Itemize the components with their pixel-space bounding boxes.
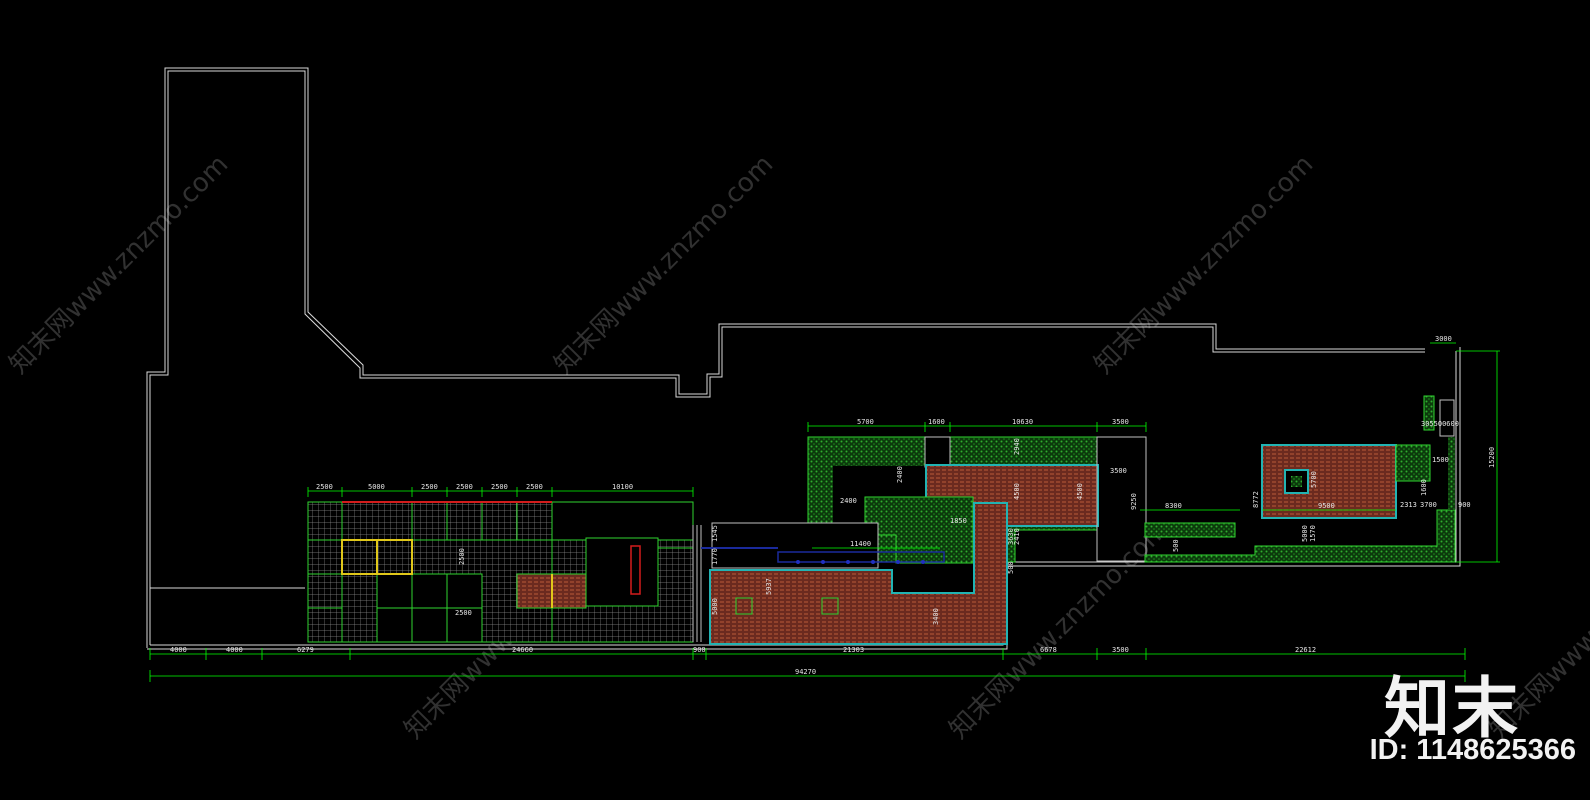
dim-label: 2500: [491, 483, 508, 491]
dim-label: 2410: [1013, 528, 1021, 545]
dim-label: 8772: [1252, 491, 1260, 508]
dim-label: 2500: [316, 483, 333, 491]
dim-label-total: 94270: [795, 668, 816, 676]
dim-label: 900: [693, 646, 706, 654]
dim-label: 6678: [1040, 646, 1057, 654]
dim-label: 2500: [458, 548, 466, 565]
dim-label: 2400: [840, 497, 857, 505]
dim-label: 6279: [297, 646, 314, 654]
dim-label: 5000: [711, 598, 719, 615]
dim-label: 9250: [1130, 493, 1138, 510]
dim-label: 5000: [368, 483, 385, 491]
dim-label: 22612: [1295, 646, 1316, 654]
dim-label: 2500: [421, 483, 438, 491]
dim-label: 1545: [711, 525, 719, 542]
dim-label: 900: [1458, 501, 1471, 509]
left-plaza: [307, 501, 702, 643]
dim-label: 4500: [1076, 483, 1084, 500]
dim-label: 3400: [932, 608, 940, 625]
dim-label: 3630: [1007, 528, 1015, 545]
dim-label: 2940: [1013, 438, 1021, 455]
dim-label: 10100: [612, 483, 633, 491]
dim-label: 4000: [226, 646, 243, 654]
dim-label: 2500: [526, 483, 543, 491]
dim-label: 1600: [928, 418, 945, 426]
dimension-lines: [149, 342, 1500, 682]
dim-label: 500: [1172, 539, 1180, 552]
dimension-labels-bottom: 4000 4000 6279 24660 900 21303 6678 3500…: [170, 646, 1316, 654]
dim-label: 305500600: [1421, 420, 1459, 428]
dim-label: 1500: [1432, 456, 1449, 464]
dim-label: 2400: [896, 466, 904, 483]
dim-label: 10630: [1012, 418, 1033, 426]
dim-label: 2500: [455, 609, 472, 617]
dimension-labels-inner-right: 8300 8772 5700 9500 2313 3700 1500 1600 …: [1165, 420, 1471, 552]
dim-label: 3500: [1110, 467, 1127, 475]
dim-label: 11400: [850, 540, 871, 548]
dim-label: 9500: [1318, 502, 1335, 510]
dim-label: 5937: [765, 578, 773, 595]
dim-label: 1570: [1309, 525, 1317, 542]
dim-label: 2313: [1400, 501, 1417, 509]
dim-label: 4500: [1013, 483, 1021, 500]
dim-label: 5700: [857, 418, 874, 426]
dim-label: 4000: [170, 646, 187, 654]
document-id: ID: 1148625366: [1369, 734, 1576, 766]
dim-label: 21303: [843, 646, 864, 654]
dimension-labels-inner-mid: 3500 2400 2400 11400 1850 4500 4500 2940…: [840, 438, 1138, 548]
dim-label-right-top: 3000: [1435, 335, 1452, 343]
middle-court: [701, 436, 1147, 645]
dim-label: 8300: [1165, 502, 1182, 510]
watermark-text: 知末网www.znzmo.com: [549, 149, 780, 380]
right-garden: [1144, 395, 1456, 563]
dim-label: 1770: [711, 548, 719, 565]
dim-label: 3700: [1420, 501, 1437, 509]
dimension-labels-top-left: 2500 5000 2500 2500 2500 2500 10100: [316, 483, 633, 491]
dim-label: 3500: [1112, 418, 1129, 426]
dim-label: 3500: [1112, 646, 1129, 654]
dimension-labels-inner-left: 2500 2500 1545 1770 5937 5000 3400 500: [455, 525, 1015, 625]
dim-label: 1600: [1420, 479, 1428, 496]
dim-label: 24660: [512, 646, 533, 654]
dim-label: 500: [1007, 561, 1015, 574]
watermark-text: 知末网www.znzmo.com: [1089, 149, 1320, 380]
dimension-labels-top-mid: 5700 1600 10630 3500: [857, 418, 1129, 426]
dim-label: 5000: [1301, 525, 1309, 542]
watermark-text: 知末网www.znzmo.com: [4, 149, 235, 380]
dim-label: 2500: [456, 483, 473, 491]
dim-label: 1850: [950, 517, 967, 525]
dim-label: 5700: [1310, 471, 1318, 488]
brand-logo-text: 知末: [1384, 670, 1520, 747]
dim-label-right-side: 15200: [1488, 447, 1496, 468]
